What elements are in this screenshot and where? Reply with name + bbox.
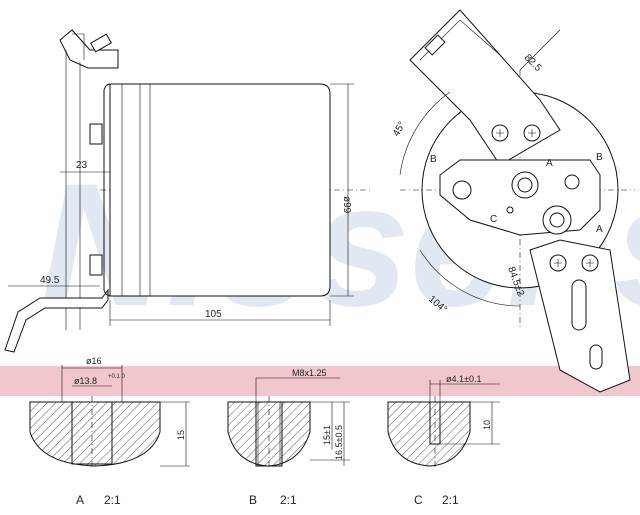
dim-16-5: 16.5±0.5 [334, 425, 344, 460]
scale-a: 2:1 [104, 493, 121, 507]
dim-105: 105 [205, 309, 222, 320]
label-a-top: A [546, 158, 553, 169]
caption-b: B [249, 493, 257, 507]
dim-13-8: ø13.8 [74, 376, 97, 386]
dim-45: 45° [391, 120, 408, 139]
scale-b: 2:1 [280, 493, 297, 507]
dim-49-5: 49.5 [40, 275, 60, 286]
dim-16: ø16 [86, 356, 102, 366]
detail-b: M8x1.25 15±1 16.5±0.5 B 2:1 [227, 368, 350, 507]
label-a-right: A [596, 224, 603, 235]
label-b-left: B [430, 154, 437, 165]
detail-a: ø16 ø13.8 +0.1 0 15 A 2:1 [29, 356, 190, 507]
side-view: 23 49.5 105 ø99 [4, 29, 370, 353]
dim-99: ø99 [341, 196, 352, 214]
dim-15: 15 [176, 430, 186, 440]
dim-10: 10 [482, 420, 492, 430]
detail-c: ø4.1±0.1 10 C 2:1 [387, 374, 500, 507]
scale-c: 2:1 [442, 493, 459, 507]
caption-a: A [76, 493, 84, 507]
dim-thread: M8x1.25 [292, 368, 327, 378]
watermark-band [0, 366, 640, 396]
dim-23: 23 [76, 160, 88, 171]
caption-c: C [414, 493, 423, 507]
label-b-right: B [596, 152, 603, 163]
dim-82-5: 82.5 [522, 52, 544, 74]
end-view: 82.5 45° 104° 84.5±2 B B A A C [391, 9, 635, 393]
label-c: C [490, 214, 497, 225]
tol-13-8: +0.1 0 [108, 374, 126, 380]
dim-15-1: 15±1 [322, 425, 332, 445]
dim-4-1: ø4.1±0.1 [446, 374, 481, 384]
